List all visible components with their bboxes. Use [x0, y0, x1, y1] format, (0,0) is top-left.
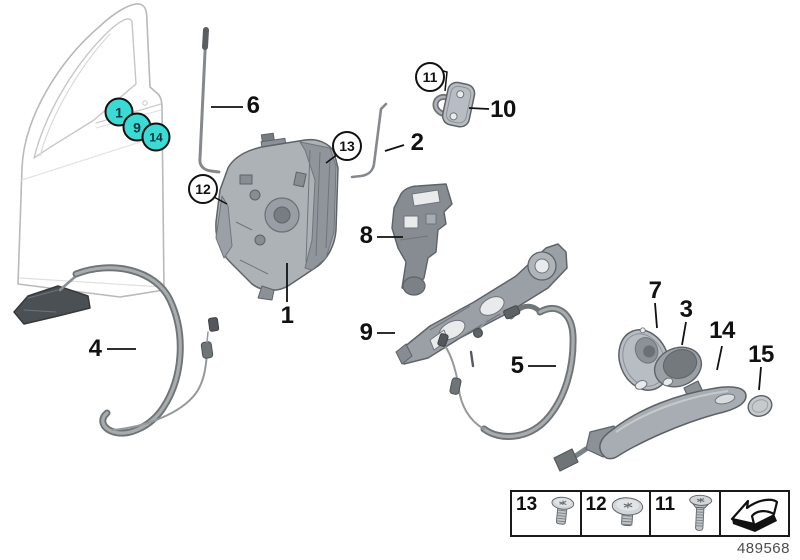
callout-label-14[interactable]: 14 — [709, 317, 735, 344]
legend-label-13: 13 — [516, 494, 538, 515]
circled-callout-11[interactable]: 11 — [415, 62, 445, 92]
callout-label-1[interactable]: 1 — [280, 302, 294, 329]
diagram-part-number: 489568 — [736, 540, 790, 557]
callout-label-15[interactable]: 15 — [748, 341, 774, 368]
lock-rod-part2 — [350, 102, 388, 179]
callout-label-9[interactable]: 9 — [359, 319, 373, 346]
pan-head-torx-screw-icon — [551, 496, 574, 525]
legend-label-11: 11 — [655, 494, 676, 515]
callout-label-3[interactable]: 3 — [679, 296, 693, 323]
legend-cell-12[interactable]: 12 — [582, 492, 651, 535]
legend-cell-11[interactable]: 11 — [651, 492, 721, 535]
door-hotspot-14[interactable]: 14 — [141, 122, 171, 152]
callout-label-2[interactable]: 2 — [410, 129, 424, 156]
circled-callout-13[interactable]: 13 — [332, 131, 362, 161]
legend-cell-13[interactable]: 13 — [512, 492, 582, 535]
door-lock-part1 — [215, 132, 339, 301]
direction-arrow-icon — [730, 498, 779, 532]
door-striker-part10 — [432, 81, 476, 128]
bowden-cable-part4 — [13, 264, 220, 437]
circled-callout-12[interactable]: 12 — [188, 174, 218, 204]
callout-label-5[interactable]: 5 — [510, 352, 524, 379]
handle-cap-part15 — [747, 395, 773, 417]
callout-label-8[interactable]: 8 — [359, 222, 373, 249]
handle-bracket-part8 — [391, 183, 453, 296]
outer-door-handle-part14 — [553, 380, 747, 472]
fastener-legend-table: 13 12 — [510, 490, 790, 537]
callout-label-10[interactable]: 10 — [490, 96, 516, 123]
callout-label-7[interactable]: 7 — [648, 277, 662, 304]
handle-gasket-part3 — [653, 346, 703, 388]
callout-label-6[interactable]: 6 — [246, 92, 260, 119]
legend-cell-direction[interactable] — [721, 492, 789, 535]
callout-label-4[interactable]: 4 — [88, 335, 102, 362]
lock-rod-part6 — [198, 27, 221, 174]
countersunk-torx-screw-icon — [688, 494, 713, 531]
handle-carrier-part9 — [395, 243, 568, 368]
legend-label-12: 12 — [585, 494, 607, 515]
dome-head-torx-screw-icon — [611, 496, 644, 526]
door-outline-drawing — [17, 3, 165, 298]
bowden-cable-part5 — [437, 303, 577, 440]
